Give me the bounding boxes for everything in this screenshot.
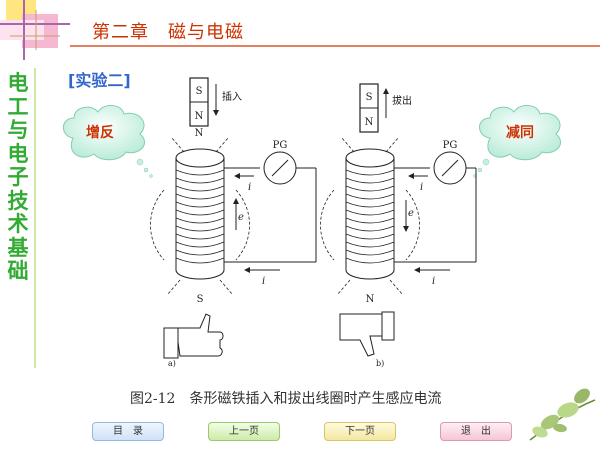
nav-exit-button[interactable]: 退 出 — [440, 422, 512, 441]
action-insert-label: 插入 — [222, 90, 242, 103]
current-a-top: i — [248, 182, 251, 193]
plant-decoration — [529, 388, 596, 441]
magnet-b-top-pole: S — [366, 92, 373, 103]
figure-b: S N 拔出 N — [320, 83, 477, 368]
current-b-top: i — [420, 182, 423, 193]
cloud-left-text: 增反 — [86, 125, 114, 141]
action-pull-label: 拔出 — [392, 94, 412, 107]
meter-b-label: PG — [443, 140, 458, 151]
figure-caption: 图2-12 条形磁铁插入和拔出线圈时产生感应电流 — [130, 391, 442, 407]
current-a-bottom: i — [262, 276, 265, 287]
cloud-right-text: 减同 — [506, 125, 534, 141]
cloud-increase-opposite — [62, 105, 153, 178]
title-divider — [70, 45, 600, 47]
chapter-title: 第二章 磁与电磁 — [92, 22, 244, 43]
coil-a-bottom-pole: S — [197, 294, 204, 305]
nav-next-button[interactable]: 下一页 — [324, 422, 396, 441]
magnet-a-top-pole: S — [196, 86, 203, 97]
coil-b-bottom-pole: N — [366, 294, 375, 305]
meter-a-label: PG — [273, 140, 288, 151]
induction-figure: S N 插入 N — [150, 77, 477, 368]
sidebar-divider — [34, 68, 36, 368]
figure-a: S N 插入 N — [150, 77, 317, 368]
nav-contents-button[interactable]: 目 录 — [92, 422, 164, 441]
coil-a-top-pole: N — [195, 128, 204, 139]
course-title: 电工与电子技术基础 — [7, 71, 29, 283]
emf-b: e — [408, 208, 414, 219]
magnet-b-bottom-pole: N — [365, 117, 374, 128]
current-b-bottom: i — [432, 276, 435, 287]
emf-a: e — [238, 212, 244, 223]
experiment-label: [实验二] — [68, 71, 131, 90]
figure-b-sublabel: b) — [376, 359, 384, 368]
figure-a-sublabel: a) — [168, 359, 176, 368]
nav-prev-button[interactable]: 上一页 — [208, 422, 280, 441]
corner-decoration — [0, 0, 70, 60]
magnet-a-bottom-pole: N — [195, 111, 204, 122]
